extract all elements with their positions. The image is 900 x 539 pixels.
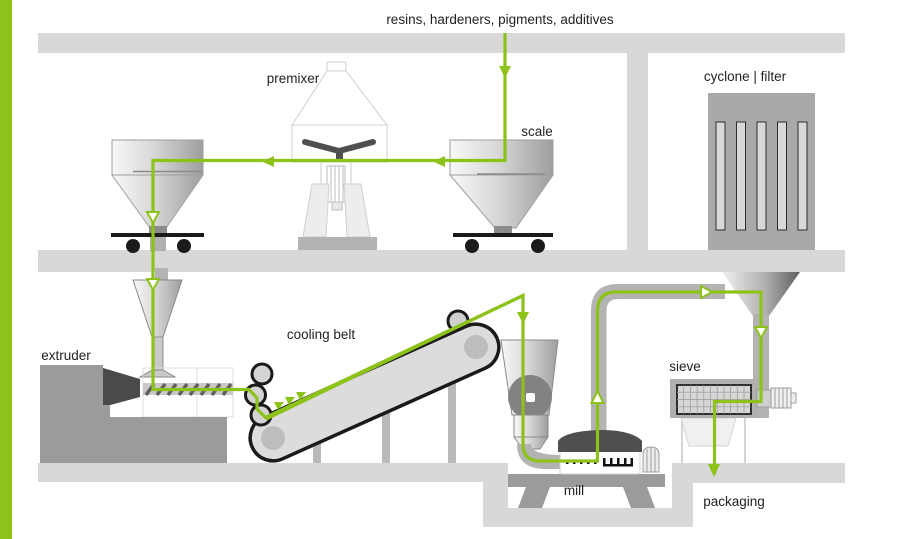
arrow-down-open-icon xyxy=(145,211,161,226)
mill-cap xyxy=(558,429,642,452)
lower-floor-right xyxy=(672,463,845,483)
sieve-unit xyxy=(670,379,797,463)
arrow-down-icon xyxy=(499,66,511,78)
arrow-down-icon xyxy=(517,312,529,324)
lower-floor-left xyxy=(38,463,508,482)
extruder-machine xyxy=(40,365,234,463)
arrow-right-open-icon xyxy=(700,284,715,300)
flow-path-belt xyxy=(265,294,524,421)
arrow-down-open-icon xyxy=(145,278,161,293)
flow-path xyxy=(151,33,763,474)
arrow-belt-icon xyxy=(274,401,285,411)
cyclone-filter-label: cyclone | filter xyxy=(704,69,787,84)
extruder-label: extruder xyxy=(41,348,91,363)
wheel-icon xyxy=(465,239,479,253)
diagram-labels: resins, hardeners, pigments, additives p… xyxy=(41,12,786,509)
arrow-left-icon xyxy=(262,156,274,167)
wheel-icon xyxy=(126,239,140,253)
left-accent-bar xyxy=(0,0,12,539)
storage-hopper xyxy=(111,139,204,253)
arrow-down-open-icon xyxy=(753,326,769,341)
packaging-label: packaging xyxy=(703,494,765,509)
mixer-blade-icon xyxy=(302,139,376,162)
cyclone-filter-unit xyxy=(708,93,815,250)
extruder-feed-funnel xyxy=(132,268,183,378)
flow-arrows-filled xyxy=(262,66,720,477)
mill-machine xyxy=(508,429,665,508)
sieve-motor xyxy=(756,387,797,409)
mill-label: mill xyxy=(564,483,584,498)
arrow-belt-icon xyxy=(296,391,307,401)
sieve-mesh-grid xyxy=(677,385,751,414)
mill-filter-cylinder xyxy=(642,446,660,473)
feed-duct-elbow xyxy=(517,444,562,469)
arrow-down-icon xyxy=(708,464,720,477)
filter-slats xyxy=(715,121,808,231)
scale-hopper xyxy=(448,139,554,253)
mill-base xyxy=(508,474,665,487)
arrow-left-icon xyxy=(433,156,445,167)
sieve-underflow-funnel xyxy=(680,417,737,447)
premixer-machine xyxy=(291,61,389,250)
pillar xyxy=(627,53,648,252)
flow-arrows-open xyxy=(145,211,769,404)
pit-floor xyxy=(483,508,693,527)
cooling-belt-label: cooling belt xyxy=(287,327,356,342)
process-flow-line xyxy=(151,33,763,474)
cart-bar xyxy=(111,233,204,237)
sieve-label: sieve xyxy=(669,359,701,374)
mid-floor-band xyxy=(38,250,845,272)
die-head xyxy=(103,368,140,407)
mill-feed-funnel xyxy=(500,339,562,469)
wheel-icon xyxy=(531,239,545,253)
ceiling-band xyxy=(38,33,845,53)
premixer-label: premixer xyxy=(267,71,320,86)
arrow-up-open-icon xyxy=(589,388,606,404)
arrow-belt-icon xyxy=(285,396,296,406)
premixer-base xyxy=(298,237,377,250)
cart-bar xyxy=(453,233,553,237)
feed-label: resins, hardeners, pigments, additives xyxy=(386,12,614,27)
cooling-belt-conveyor xyxy=(248,309,501,463)
wheel-icon xyxy=(177,239,191,253)
scale-label: scale xyxy=(521,124,553,139)
